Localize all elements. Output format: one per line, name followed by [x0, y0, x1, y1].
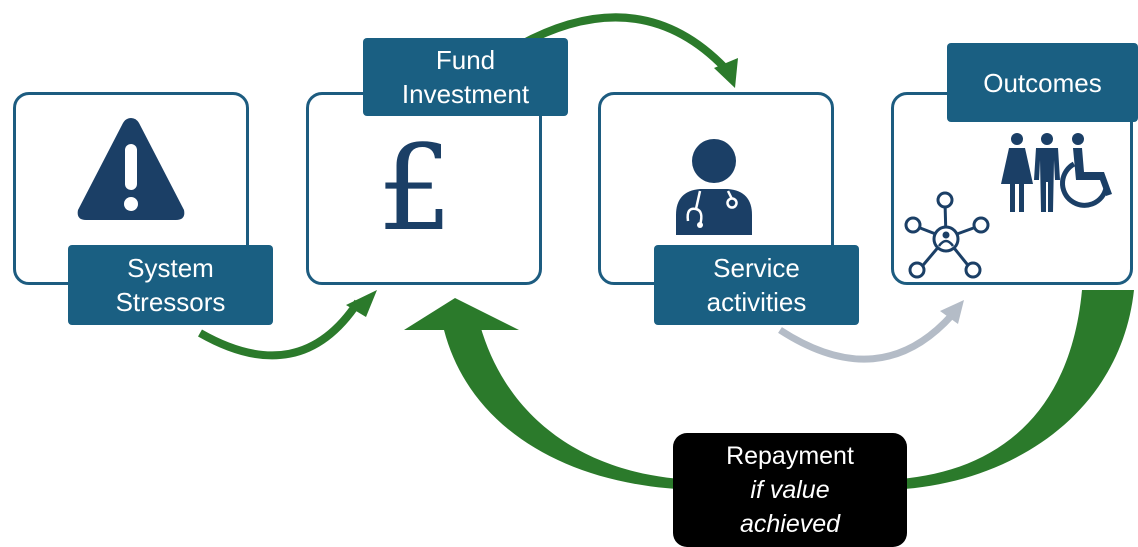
people-icon [1001, 133, 1112, 212]
investment-box [306, 92, 542, 285]
service-label: Service activities [654, 245, 859, 325]
arrow-head-investment-to-service [714, 58, 738, 88]
stressors-label-line-1: System [127, 253, 214, 283]
investment-label-line-2: Investment [401, 79, 530, 109]
arrow-stressors-to-investment [198, 299, 362, 360]
outcomes-label: Outcomes [947, 43, 1138, 122]
arrow-head-stressors-to-investment [346, 290, 377, 317]
pound-icon: £ [377, 119, 453, 257]
repayment-callout: Repayment if value achieved [673, 433, 907, 547]
repayment-line-3: achieved [739, 510, 841, 538]
service-label-line-2: activities [706, 287, 807, 317]
arrow-head-repayment [404, 298, 519, 330]
warning-icon [77, 118, 185, 220]
arrow-head-service-to-outcomes [940, 300, 964, 324]
network-icon [904, 191, 990, 279]
stressors-label: System Stressors [68, 245, 273, 325]
service-label-line-1: Service [713, 253, 800, 283]
stressors-label-line-2: Stressors [115, 287, 226, 317]
repayment-line-2: if value [750, 476, 830, 504]
investment-label-line-1: Fund [435, 45, 496, 75]
repayment-line-1: Repayment [726, 442, 854, 470]
outcomes-label-line-1: Outcomes [983, 67, 1102, 98]
investment-label: Fund Investment [363, 38, 568, 116]
arrow-investment-to-service [518, 13, 728, 71]
arrow-service-to-outcomes [778, 312, 955, 363]
doctor-icon [676, 139, 752, 235]
